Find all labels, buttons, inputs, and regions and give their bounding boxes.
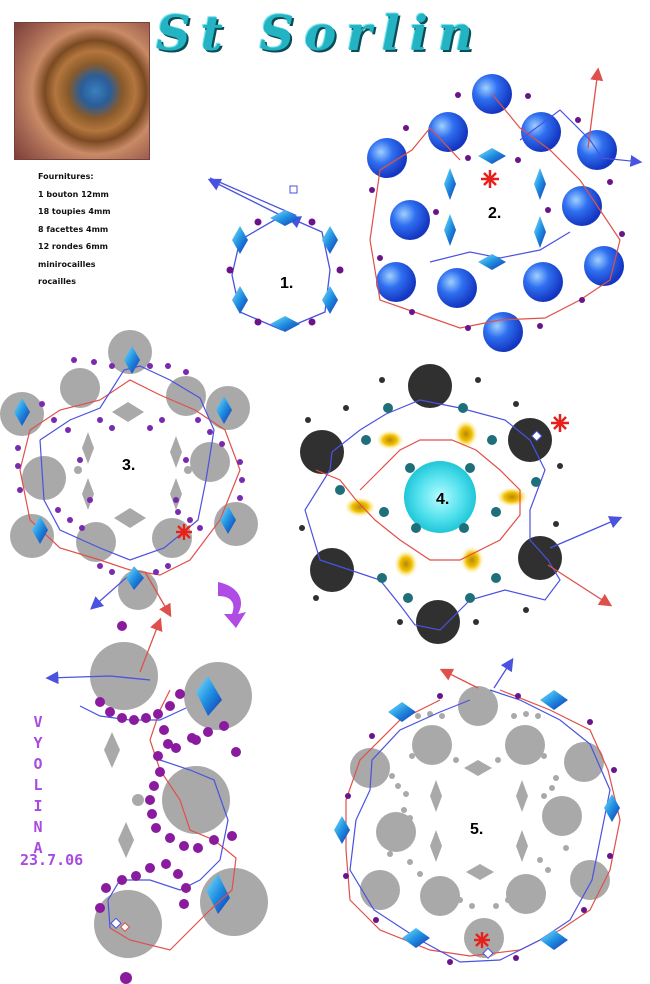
- thread-arrow: [207, 178, 283, 217]
- thread-path-red: [109, 689, 237, 951]
- thread-arrow-blue: [519, 109, 643, 167]
- thread-path-blue: [209, 177, 331, 331]
- grey-facettes: [104, 732, 134, 858]
- supply-item: rocailles: [38, 277, 76, 286]
- thread-arrow-red: [587, 67, 604, 149]
- signature-letter: I: [33, 797, 43, 815]
- step-1-diagram: 1.: [207, 177, 344, 332]
- signature-date: 23.7.06: [20, 851, 84, 869]
- thread-arrow-blue: [549, 516, 623, 549]
- supply-item: minirocailles: [38, 259, 96, 269]
- bicone-beads: [14, 346, 236, 590]
- thread-path-blue: [429, 231, 571, 263]
- signature-letter: N: [33, 818, 43, 836]
- grey-facettes: [82, 402, 182, 528]
- step-1-label: 1.: [280, 275, 293, 292]
- thread-arrow-red: [139, 617, 163, 673]
- thread-arrow-red: [547, 564, 613, 607]
- supply-item: 12 rondes 6mm: [38, 242, 108, 251]
- seed-beads: [226, 218, 344, 326]
- black-seed-beads: [299, 377, 563, 625]
- step-3-label: 3.: [122, 457, 135, 474]
- signature-letter: O: [33, 755, 43, 773]
- grey-facettes: [430, 760, 528, 880]
- thread-arrow-red: [439, 668, 479, 689]
- start-star-icon: [481, 170, 499, 188]
- bicone-beads: [232, 210, 338, 332]
- bicone-beads: [334, 690, 620, 950]
- start-star-icon: [551, 414, 569, 432]
- step-5-diagram: 5.: [334, 657, 621, 965]
- step-2-diagram: 2.: [367, 67, 643, 352]
- step-4-label: 4.: [436, 491, 449, 508]
- step-detail-diagram: [45, 617, 268, 984]
- signature-name: V Y O L I N A: [18, 712, 58, 859]
- grey-seed-bead: [132, 794, 144, 806]
- rotate-arrow-icon: [218, 582, 246, 628]
- thread-arrow-red: [144, 571, 172, 618]
- seed-beads: [369, 92, 625, 331]
- signature-letter: A: [33, 839, 43, 857]
- start-marker: [531, 430, 543, 442]
- supplies-list: Fournitures: 1 bouton 12mm 18 toupies 4m…: [38, 168, 188, 291]
- start-marker: [482, 947, 494, 959]
- supply-item: 8 facettes 4mm: [38, 224, 109, 234]
- thread-arrow-blue: [493, 657, 514, 689]
- supply-item: 18 toupies 4mm: [38, 207, 111, 216]
- step-2-label: 2.: [488, 205, 501, 222]
- start-marker: [110, 917, 122, 929]
- round-beads-6mm: [367, 74, 624, 352]
- thread-path-blue: [304, 399, 561, 631]
- pattern-title: St Sorlin: [156, 6, 483, 62]
- bicone-beads: [444, 148, 546, 270]
- thread-path-red: [315, 439, 521, 561]
- bicone-beads: [196, 676, 230, 914]
- button-12mm: [404, 461, 476, 533]
- step-5-label: 5.: [470, 821, 483, 838]
- mini-seed-beads: [15, 357, 245, 575]
- thread-arrow-blue: [45, 671, 151, 685]
- finished-piece-photo: [14, 22, 150, 160]
- signature-letter: Y: [33, 734, 43, 752]
- start-star-icon: [176, 524, 192, 540]
- grey-rounds: [0, 330, 258, 610]
- supplies-heading: Fournitures:: [38, 172, 94, 181]
- seed-beads: [95, 621, 241, 984]
- thread-path-blue: [349, 689, 611, 963]
- step-3-diagram: 3.: [0, 330, 258, 618]
- supply-item: 1 bouton 12mm: [38, 189, 109, 199]
- thread-path-red: [19, 379, 241, 576]
- teal-seed-beads: [335, 403, 541, 603]
- thread-path-blue: [107, 759, 229, 929]
- thread-path-red: [369, 93, 621, 329]
- start-marker-red: [120, 922, 130, 932]
- start-marker: [289, 185, 298, 194]
- thread-path-blue: [39, 365, 215, 561]
- seed-beads: [343, 693, 617, 965]
- grey-seed-beads: [74, 466, 192, 474]
- start-star-icon: [474, 932, 490, 948]
- signature-letter: V: [33, 713, 43, 731]
- signature-letter: L: [33, 776, 43, 794]
- step-4-diagram: 4.: [299, 364, 623, 644]
